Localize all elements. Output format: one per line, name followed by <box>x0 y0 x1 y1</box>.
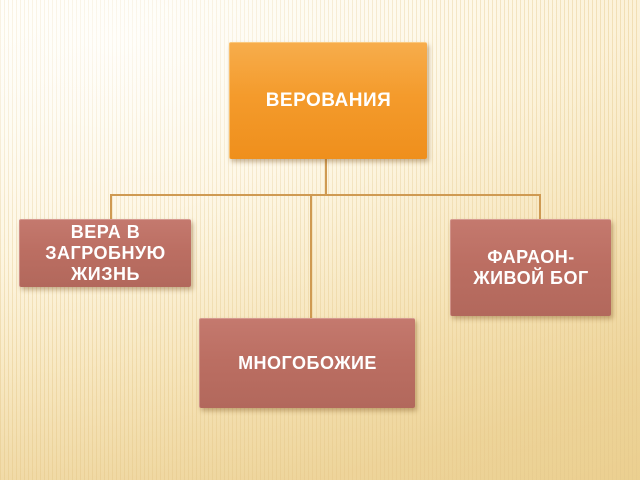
node-child-label-1: МНОГОБОЖИЕ <box>238 352 377 373</box>
node-root-label: ВЕРОВАНИЯ <box>265 89 392 111</box>
node-faraon-zhivoy-bog[interactable]: ФАРАОН-ЖИВОЙ БОГ <box>450 219 611 316</box>
node-mnogobozhie[interactable]: МНОГОБОЖИЕ <box>199 318 415 408</box>
node-vera-v-zagrobnuyu-zhizn[interactable]: ВЕРА В ЗАГРОБНУЮ ЖИЗНЬ <box>19 219 191 287</box>
connector-branch-middle <box>310 194 312 320</box>
node-child-label-2: ФАРАОН-ЖИВОЙ БОГ <box>473 246 589 288</box>
connector-root-stem <box>325 159 327 195</box>
connector-branch-right <box>539 194 541 219</box>
node-child-label-0: ВЕРА В ЗАГРОБНУЮ ЖИЗНЬ <box>45 221 166 285</box>
connector-branch-left <box>110 194 112 219</box>
node-root-verovaniya[interactable]: ВЕРОВАНИЯ <box>229 42 427 159</box>
connector-horizontal-bus <box>110 194 540 196</box>
